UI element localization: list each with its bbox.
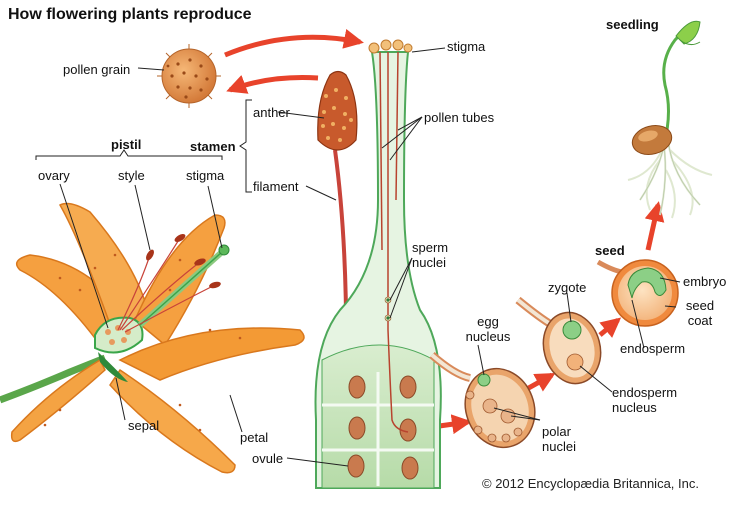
label-seed-coat-1: seed xyxy=(685,298,715,313)
label-petal: petal xyxy=(240,430,269,445)
label-pollen-grain: pollen grain xyxy=(63,62,131,77)
ovules xyxy=(347,375,419,480)
label-stigma-left: stigma xyxy=(186,168,225,183)
label-style: style xyxy=(118,168,145,183)
label-egg-nucleus: nucleus xyxy=(465,329,511,344)
seedling-illustration xyxy=(627,20,713,219)
label-ovule: ovule xyxy=(252,451,284,466)
label-pistil: pistil xyxy=(111,137,142,152)
label-anther: anther xyxy=(253,105,290,120)
label-stigma-top: stigma xyxy=(447,39,486,54)
arrow-seed-to-seedling xyxy=(644,201,665,251)
label-ovary: ovary xyxy=(38,168,70,183)
pistil-illustration xyxy=(314,39,442,489)
diagram-title: How flowering plants reproduce xyxy=(8,6,252,23)
label-seed-coat-2: coat xyxy=(687,313,713,328)
pollen-grain-illustration xyxy=(157,44,221,108)
label-sepal: sepal xyxy=(128,418,160,433)
flower-illustration xyxy=(0,202,305,474)
label-endosperm: endosperm xyxy=(620,341,686,356)
label-egg: egg xyxy=(477,314,499,329)
label-endosperm-nucleus-2: nucleus xyxy=(612,400,657,415)
copyright-notice: © 2012 Encyclopædia Britannica, Inc. xyxy=(482,476,699,491)
arrow-anther-to-pollen xyxy=(226,75,319,94)
label-pollen-tubes: pollen tubes xyxy=(424,110,495,125)
label-polar: polar xyxy=(542,424,571,439)
label-sperm: sperm xyxy=(412,240,449,255)
arrow-zygote-to-seed xyxy=(598,317,622,338)
leader-lines xyxy=(35,47,681,467)
arrow-pollen-to-stigma xyxy=(224,29,364,58)
zygote-ovule-illustration xyxy=(515,296,602,385)
label-filament: filament xyxy=(253,179,299,194)
label-seedling: seedling xyxy=(606,17,659,32)
label-embryo: embryo xyxy=(683,274,727,289)
label-polar-nuclei: nuclei xyxy=(542,439,576,454)
egg-ovule-illustration xyxy=(429,351,536,449)
label-zygote: zygote xyxy=(548,280,587,295)
arrow-egg-to-zygote xyxy=(523,372,556,393)
label-seed: seed xyxy=(595,243,625,258)
label-endosperm-nucleus-1: endosperm xyxy=(612,385,678,400)
label-stamen: stamen xyxy=(190,139,236,154)
seed-illustration xyxy=(596,259,679,327)
label-sperm-nuclei: nuclei xyxy=(412,255,446,270)
